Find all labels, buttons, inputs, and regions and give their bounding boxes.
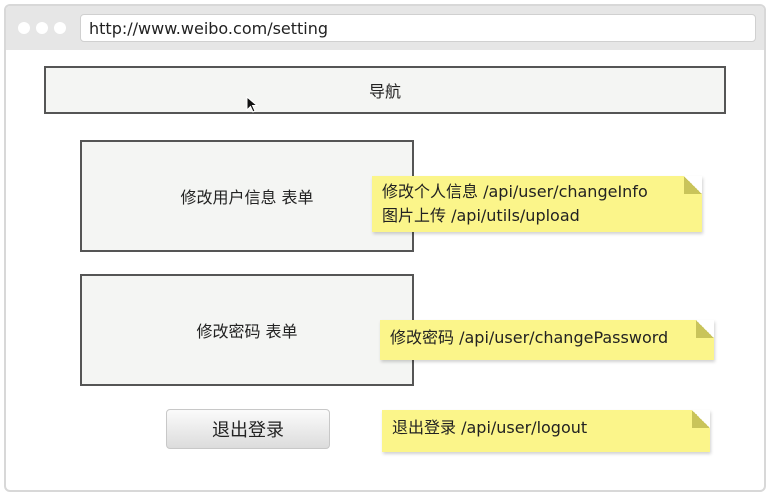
window-dot-icon[interactable] — [54, 22, 66, 34]
browser-toolbar: http://www.weibo.com/setting — [6, 6, 764, 50]
window-dot-icon[interactable] — [18, 22, 30, 34]
logout-button[interactable]: 退出登录 — [166, 409, 330, 449]
note-fold-icon — [684, 176, 702, 194]
note-fold-icon — [696, 320, 714, 338]
window-dot-icon[interactable] — [36, 22, 48, 34]
password-api-note: 修改密码 /api/user/changePassword — [380, 320, 714, 360]
logout-api-note: 退出登录 /api/user/logout — [382, 410, 710, 452]
user-info-form-label: 修改用户信息 表单 — [180, 188, 314, 207]
note-line: 修改个人信息 /api/user/changeInfo — [382, 182, 648, 201]
nav-label: 导航 — [368, 82, 401, 101]
mouse-cursor-icon — [246, 96, 259, 113]
note-line: 退出登录 /api/user/logout — [392, 418, 588, 437]
note-line: 图片上传 /api/utils/upload — [382, 206, 580, 225]
browser-window: http://www.weibo.com/setting 导航 修改用户信息 表… — [4, 4, 766, 492]
note-line: 修改密码 /api/user/changePassword — [390, 328, 669, 347]
address-bar[interactable]: http://www.weibo.com/setting — [80, 14, 756, 42]
password-form-label: 修改密码 表单 — [196, 322, 298, 341]
user-info-api-note: 修改个人信息 /api/user/changeInfo 图片上传 /api/ut… — [372, 176, 702, 232]
nav-bar[interactable]: 导航 — [44, 66, 726, 114]
note-fold-icon — [692, 410, 710, 428]
user-info-form[interactable]: 修改用户信息 表单 — [80, 140, 414, 252]
password-form[interactable]: 修改密码 表单 — [80, 274, 414, 386]
